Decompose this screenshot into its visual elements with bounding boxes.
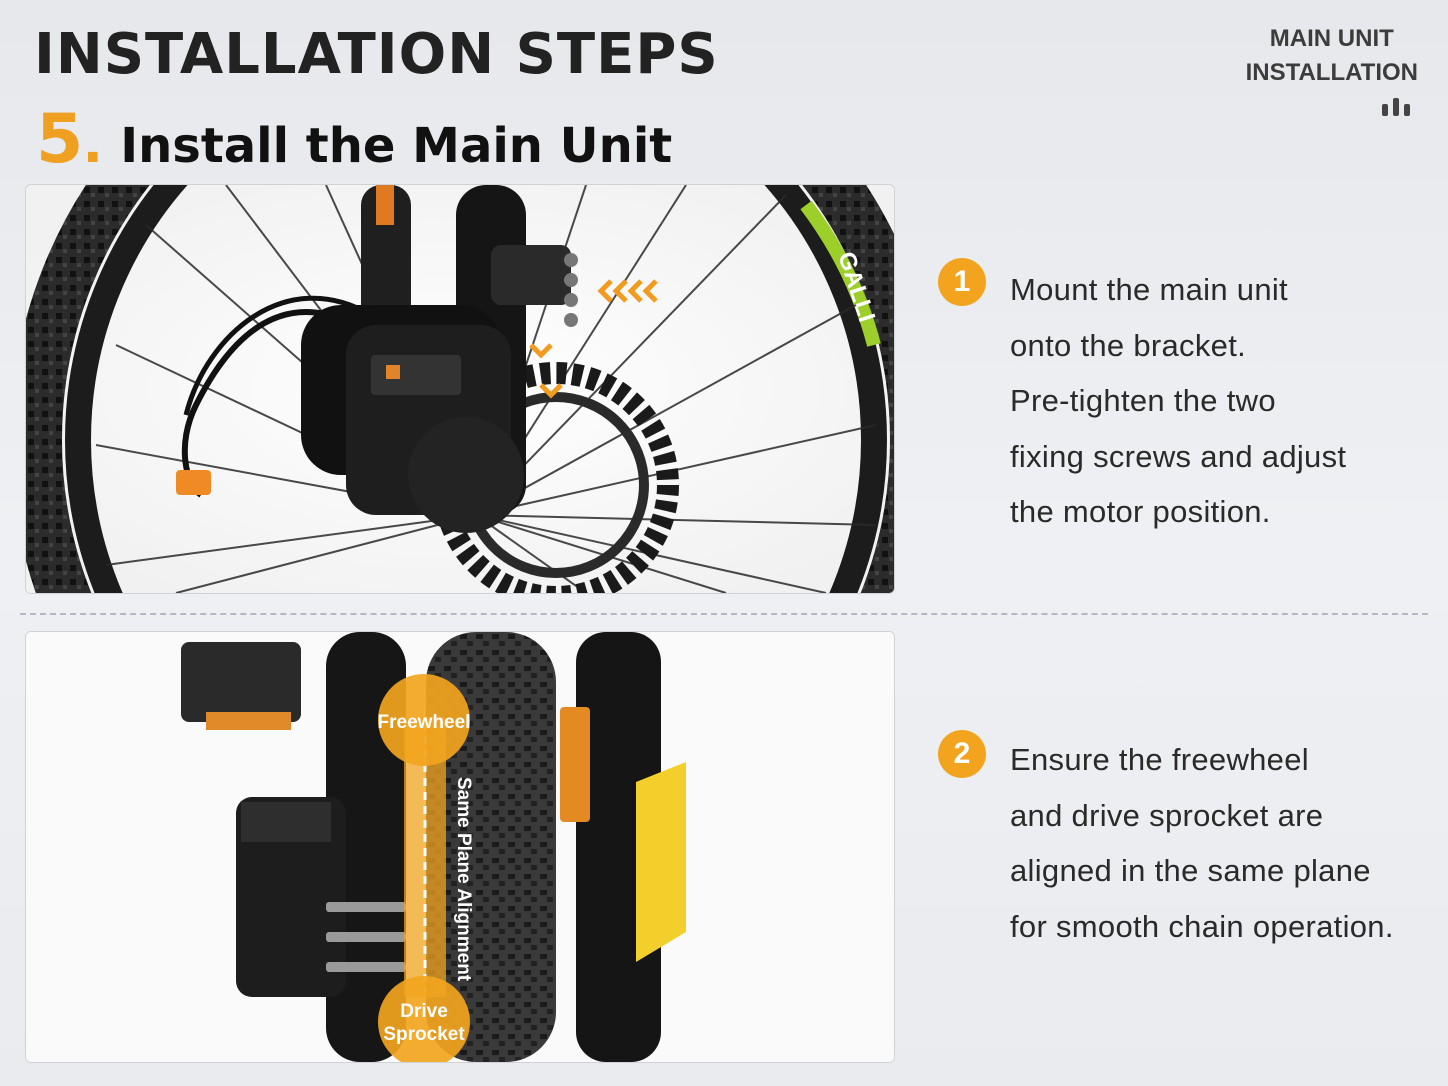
step-badge-1: 1 (938, 258, 986, 306)
section-label: MAIN UNIT INSTALLATION (1246, 22, 1418, 116)
pedal-shape (181, 642, 301, 722)
step-2-line: and drive sprocket are (1010, 797, 1324, 833)
section-divider (20, 613, 1428, 615)
step-1-line: the motor position. (1010, 494, 1271, 529)
step-1-line: Mount the main unit (1010, 272, 1288, 307)
page-title: INSTALLATION STEPS (34, 22, 719, 87)
drive-sprocket-label-line1: Drive (400, 1001, 448, 1022)
section-label-line1: MAIN UNIT (1269, 25, 1394, 52)
arrow-icon (529, 279, 658, 399)
step-heading: 5 . Install the Main Unit (36, 100, 672, 179)
alignment-illustration: Freewheel Drive Sprocket Same Plane Alig… (26, 632, 894, 1062)
step-number: 5 (36, 100, 84, 179)
step-1-line: Pre-tighten the two (1010, 383, 1276, 418)
step-2-line: Ensure the freewheel (1010, 742, 1309, 777)
step-title: Install the Main Unit (120, 118, 673, 174)
section-label-line2: INSTALLATION (1245, 59, 1418, 86)
drive-sprocket-marker (378, 976, 470, 1062)
step-1-line: onto the bracket. (1010, 327, 1247, 363)
main-unit-photo: GALLI (25, 184, 895, 594)
wheel-illustration: GALLI (26, 185, 894, 593)
tire-shape (26, 185, 894, 593)
alignment-photo: Freewheel Drive Sprocket Same Plane Alig… (25, 631, 895, 1063)
step-2-line: aligned in the same plane (1010, 853, 1371, 888)
step-badge-2: 2 (938, 730, 986, 778)
bars-icon (1246, 98, 1410, 116)
freewheel-marker (378, 674, 470, 766)
connector-shape (176, 470, 211, 495)
step-1-description: Mount the main unit onto the bracket. Pr… (1010, 262, 1430, 540)
alignment-label: Same Plane Alignment (453, 777, 474, 982)
step-number-dot: . (83, 101, 103, 177)
motor-shape (236, 797, 346, 997)
step-2-description: Ensure the freewheel and drive sprocket … (1010, 732, 1430, 954)
freewheel-label: Freewheel (378, 712, 471, 733)
step-2-line: for smooth chain operation. (1010, 908, 1394, 944)
step-1-line: fixing screws and adjust (1010, 438, 1347, 474)
drive-sprocket-label-line2: Sprocket (383, 1024, 465, 1045)
